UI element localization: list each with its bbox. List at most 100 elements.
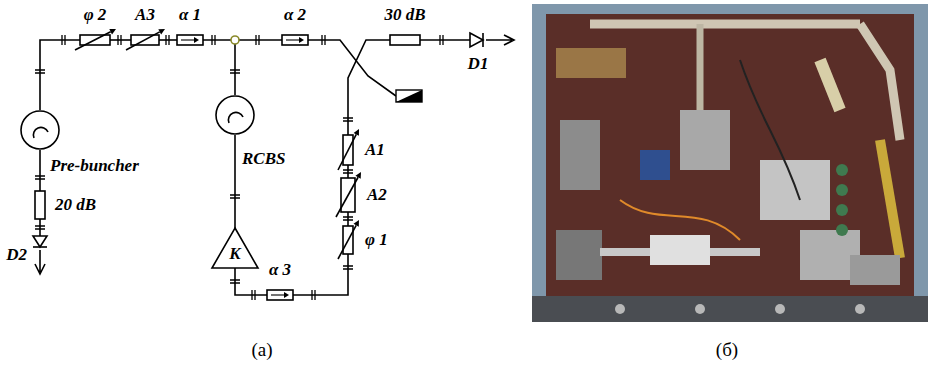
phase-shifter: φ 1 — [343, 226, 353, 254]
panel-knob — [855, 304, 865, 314]
adjust-arrowhead — [355, 172, 361, 179]
component-label: α 2 — [284, 6, 306, 25]
phase-shifter: φ 2 — [80, 35, 110, 45]
coaxial-connector — [820, 60, 840, 110]
component-label: D2 — [6, 246, 27, 265]
waveguide-connector — [159, 39, 177, 41]
isolator: α 1 — [177, 35, 203, 45]
isolator-arrowhead — [284, 292, 289, 298]
panel-knob — [775, 304, 785, 314]
brass-pipe — [880, 140, 900, 258]
metal-box — [850, 255, 900, 285]
component-label: A2 — [367, 186, 387, 205]
adjust-arrow — [338, 134, 356, 170]
fixed-attenuator: 20 dB — [35, 191, 45, 219]
matched-load-fill — [396, 90, 422, 102]
pre-buncher-cavity: Pre-buncher — [20, 110, 60, 150]
wire — [740, 60, 800, 200]
metal-box — [760, 160, 830, 220]
green-connector — [836, 184, 848, 196]
waveguide-connector — [347, 212, 349, 226]
panel-knob — [695, 304, 705, 314]
shape-outline — [215, 95, 255, 135]
diode-triangle — [33, 236, 47, 247]
white-box — [650, 235, 710, 265]
shape-outline — [267, 290, 293, 300]
amplifier-outline — [212, 228, 258, 268]
wooden-block — [556, 48, 626, 78]
rcbs-cavity: RCBS — [215, 95, 255, 135]
component-label: φ 2 — [84, 6, 107, 25]
shape-outline — [343, 226, 353, 254]
shape-outline — [282, 35, 308, 45]
isolator-arrowhead — [194, 37, 199, 43]
capacitor — [640, 150, 670, 180]
waveguide-connector — [235, 268, 267, 295]
waveguide-connector — [234, 135, 236, 228]
output-arrow — [35, 250, 45, 274]
shape-outline — [470, 33, 486, 47]
isolator-arrow — [181, 39, 196, 40]
attenuator-body — [35, 191, 45, 219]
green-connector — [836, 164, 848, 176]
component-label: α 3 — [269, 261, 291, 280]
component-label: D1 — [468, 55, 489, 74]
diode-triangle — [470, 33, 483, 47]
output-arrow — [486, 35, 514, 45]
variable-attenuator: A1 — [343, 135, 353, 165]
coupling-loop — [33, 127, 48, 138]
shape-outline — [343, 135, 353, 165]
adjust-arrowhead — [354, 220, 359, 227]
metal-box — [560, 120, 600, 190]
shape-outline — [80, 35, 110, 45]
shape-outline — [35, 191, 45, 219]
waveguide-connector — [39, 219, 41, 236]
mounting-board — [546, 14, 914, 296]
waveguide-pipe — [697, 24, 704, 110]
component-label: α 1 — [179, 6, 201, 25]
fixed-attenuator: 30 dB — [390, 35, 420, 45]
component-label: A1 — [365, 141, 385, 160]
panel-knob — [615, 304, 625, 314]
waveguide-connector — [293, 254, 348, 295]
junction-dot — [231, 36, 239, 44]
isolator-body — [282, 35, 308, 45]
component-label: 20 dB — [55, 196, 96, 215]
component-label: 30 dB — [384, 6, 425, 25]
cavity-circle — [21, 111, 59, 149]
component-label: RCBS — [242, 150, 285, 169]
cavity-circle — [216, 96, 254, 134]
diode-bar — [33, 246, 47, 248]
wire — [620, 200, 740, 240]
front-panel — [532, 296, 928, 322]
component-label: Pre-buncher — [50, 157, 139, 176]
shape-outline — [390, 35, 420, 45]
adjust-arrowhead — [109, 29, 116, 34]
shape-outline — [33, 236, 47, 250]
waveguide-connector — [40, 40, 80, 110]
adjust-arrowhead — [158, 29, 165, 34]
waveguide-connector — [203, 39, 282, 41]
waveguide-pipe — [860, 24, 900, 140]
attenuator-body — [390, 35, 420, 45]
component-label: K — [229, 245, 240, 264]
isolator: α 3 — [267, 290, 293, 300]
variable-attenuator: A2 — [341, 178, 355, 212]
resonator-body — [680, 110, 730, 170]
amplifier-triangle: K — [212, 228, 258, 268]
detector-diode: D1 — [470, 33, 486, 47]
adjust-arrow — [75, 32, 111, 50]
isolator-body — [177, 35, 203, 45]
green-connector — [836, 204, 848, 216]
green-connector — [836, 224, 848, 236]
waveguide-pipe — [590, 20, 860, 29]
panel-label: (а) — [251, 340, 272, 361]
waveguide-connector — [347, 165, 349, 178]
waveguide-connector — [420, 39, 470, 41]
motor-unit — [556, 230, 602, 280]
waveguide-connector — [39, 150, 41, 191]
